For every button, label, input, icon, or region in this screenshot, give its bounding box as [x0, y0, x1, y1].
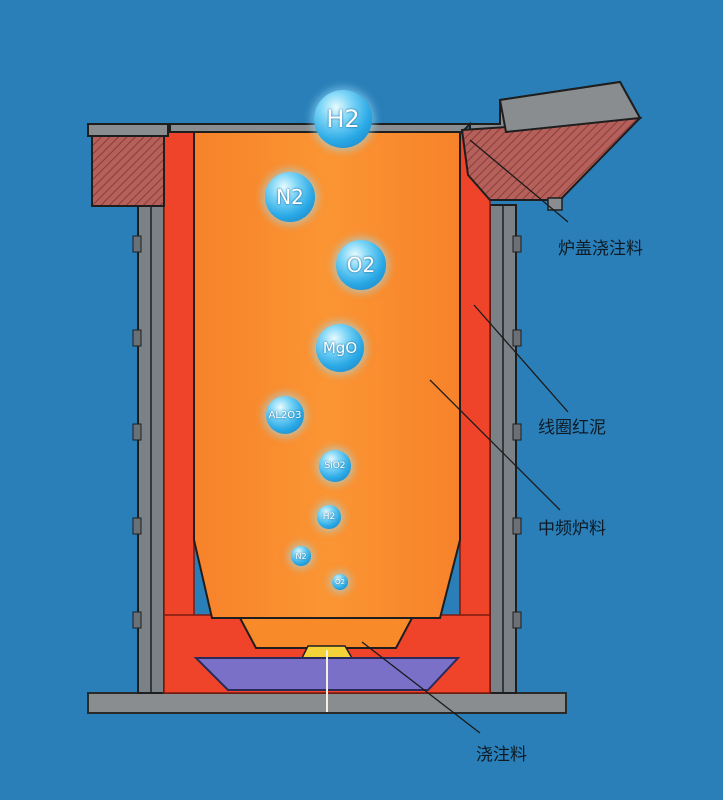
bubble-al2o3: AL2O3 — [266, 396, 304, 434]
leader-lid-castable — [469, 139, 569, 223]
leader-castable — [361, 641, 481, 734]
bubble-n2: N2 — [265, 172, 315, 222]
leader-coil-clay — [473, 304, 569, 413]
bubble-sio2: SiO2 — [319, 450, 351, 482]
bubble-mgo: MgO — [316, 324, 364, 372]
label-coil-clay: 线圈红泥 — [538, 418, 606, 438]
coil-red-clay-lining — [163, 129, 195, 694]
bubble-h2-small: H2 — [317, 505, 341, 529]
right-coil-frame — [489, 204, 522, 694]
label-castable: 浇注料 — [476, 745, 527, 765]
bubble-o2: O2 — [336, 240, 386, 290]
label-furnace-material: 中频炉料 — [538, 519, 606, 539]
bubble-n2-small: N2 — [291, 546, 311, 566]
label-lid-castable: 炉盖浇注料 — [558, 239, 643, 259]
bubble-h2-top: H2 — [314, 90, 372, 148]
coil-red-clay-lining-right — [459, 127, 491, 694]
right-lid-block — [460, 80, 643, 211]
bottom-step — [238, 617, 414, 649]
left-coil-frame — [132, 204, 165, 694]
bubble-o2-small: O2 — [332, 574, 348, 590]
furnace-charge-melt — [193, 129, 461, 619]
left-lid-block — [87, 123, 169, 207]
leader-furnace-material — [429, 379, 561, 511]
